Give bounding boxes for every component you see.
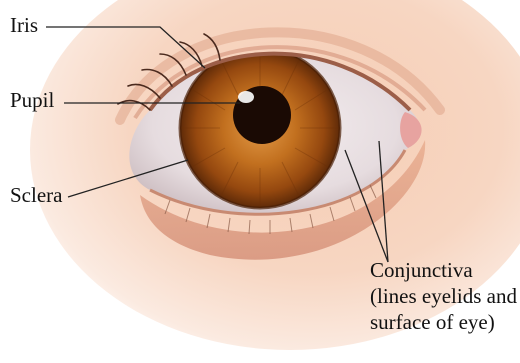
conjunctiva-description-line-2: surface of eye) — [370, 309, 517, 335]
conjunctiva-name: Conjunctiva — [370, 257, 517, 283]
pupil-highlight — [238, 91, 254, 103]
conjunctiva-description-line-1: (lines eyelids and — [370, 283, 517, 309]
pupil-label: Pupil — [10, 88, 54, 113]
iris-label: Iris — [10, 13, 38, 38]
conjunctiva-label: Conjunctiva (lines eyelids and surface o… — [370, 257, 517, 335]
sclera-label: Sclera — [10, 183, 62, 208]
